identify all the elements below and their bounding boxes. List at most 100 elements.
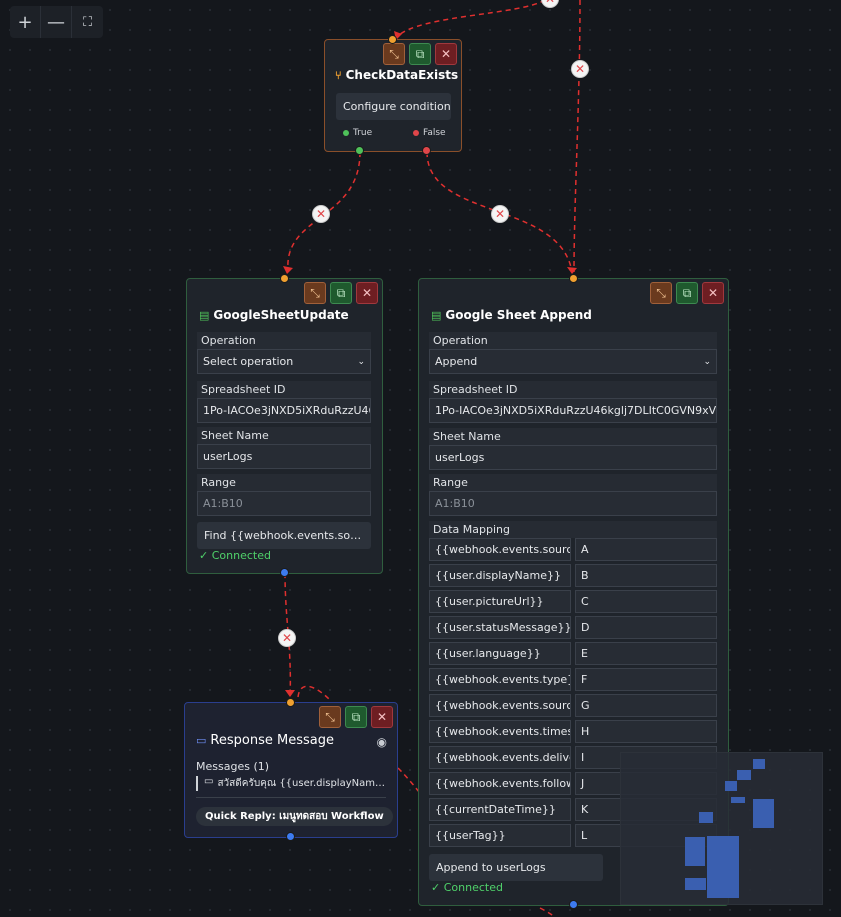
collapse-button[interactable]: ⤡: [319, 706, 341, 728]
mapping-source-input[interactable]: {{user.displayName}}: [429, 564, 571, 587]
delete-node-button[interactable]: ✕: [702, 282, 724, 304]
mapping-column-input[interactable]: A: [575, 538, 717, 561]
collapse-button[interactable]: ⤡: [304, 282, 326, 304]
fit-view-button[interactable]: ⛶: [82, 14, 93, 30]
sheet-icon: ▤: [431, 308, 442, 322]
mapping-source-input[interactable]: {{webhook.events.source.userId}}: [429, 538, 571, 561]
mapping-column-input[interactable]: B: [575, 564, 717, 587]
mapping-column-input[interactable]: C: [575, 590, 717, 613]
zoom-in-button[interactable]: +: [10, 6, 41, 38]
false-dot-icon: [413, 130, 419, 136]
spreadsheet-id-input[interactable]: 1Po-IACOe3jNXD5iXRduRzzU46kglj7DLItC0GVN…: [429, 398, 717, 423]
append-input-handle[interactable]: [569, 274, 578, 283]
sheet-name-input[interactable]: userLogs: [429, 445, 717, 470]
google-sheet-append-node[interactable]: ⤡ ⧉ ✕ ▤ Google Sheet Append Operation Ap…: [418, 278, 729, 906]
operation-label: Operation: [197, 332, 371, 349]
edge-delete-button[interactable]: ✕: [312, 205, 330, 223]
minimap-node: [731, 797, 745, 803]
mapping-source-input[interactable]: {{userTag}}: [429, 824, 571, 847]
chevron-down-icon: ⌄: [357, 356, 365, 367]
response-input-handle[interactable]: [286, 698, 295, 707]
node-title: ▤ Google Sheet Append: [431, 308, 592, 322]
mapping-source-input[interactable]: {{user.pictureUrl}}: [429, 590, 571, 613]
chat-icon: ▭: [204, 776, 214, 787]
spreadsheet-id-input[interactable]: 1Po-IACOe3jNXD5iXRduRzzU46kg: [197, 398, 371, 423]
false-output-label: False: [413, 128, 446, 138]
operation-label: Operation: [429, 332, 717, 349]
edge-delete-button[interactable]: ✕: [491, 205, 509, 223]
spreadsheet-id-label: Spreadsheet ID: [429, 381, 717, 398]
mapping-column-input[interactable]: D: [575, 616, 717, 639]
minimap-node: [737, 770, 751, 780]
false-output-handle[interactable]: [422, 146, 431, 155]
connection-status: ✓ Connected: [431, 881, 503, 894]
edge-delete-button[interactable]: ✕: [571, 60, 589, 78]
configure-condition-button[interactable]: Configure condition: [336, 93, 451, 120]
mapping-source-input[interactable]: {{webhook.events.follow.isUnblocked}}: [429, 772, 571, 795]
mapping-source-input[interactable]: {{webhook.events.deliveryContext}}: [429, 746, 571, 769]
message-preview[interactable]: ▭ สวัสดีครับคุณ {{user.displayName}}: [196, 776, 386, 791]
update-input-handle[interactable]: [280, 274, 289, 283]
mapping-source-input[interactable]: {{user.language}}: [429, 642, 571, 665]
sheet-name-input[interactable]: userLogs: [197, 444, 371, 469]
duplicate-button[interactable]: ⧉: [676, 282, 698, 304]
duplicate-button[interactable]: ⧉: [345, 706, 367, 728]
sheet-icon: ▤: [199, 308, 210, 322]
minimap-node: [725, 781, 737, 791]
append-output-handle[interactable]: [569, 900, 578, 909]
mapping-source-input[interactable]: {{user.statusMessage}}: [429, 616, 571, 639]
mapping-source-input[interactable]: {{webhook.events.source.type}}: [429, 694, 571, 717]
find-button[interactable]: Find {{webhook.events.source.userId}}: [197, 522, 371, 549]
node-title: ▭ Response Message: [196, 733, 334, 748]
mapping-source-input[interactable]: {{webhook.events.type}}: [429, 668, 571, 691]
minimap[interactable]: [620, 752, 823, 905]
minimap-node: [707, 836, 739, 898]
google-sheet-update-node[interactable]: ⤡ ⧉ ✕ ▤ GoogleSheetUpdate Operation Sele…: [186, 278, 383, 574]
condition-input-handle[interactable]: [388, 35, 397, 44]
mapping-source-input[interactable]: {{currentDateTime}}: [429, 798, 571, 821]
message-icon: ▭: [196, 734, 207, 747]
operation-select[interactable]: Select operation ⌄: [197, 349, 371, 374]
delete-node-button[interactable]: ✕: [356, 282, 378, 304]
mapping-source-input[interactable]: {{webhook.events.timestamp}}: [429, 720, 571, 743]
sheet-name-label: Sheet Name: [197, 427, 371, 444]
delete-node-button[interactable]: ✕: [435, 43, 457, 65]
true-output-handle[interactable]: [355, 146, 364, 155]
edge-true-to-update: [287, 151, 361, 271]
divider: [196, 797, 386, 798]
response-output-handle[interactable]: [286, 832, 295, 841]
minimap-node: [685, 837, 705, 866]
edge-delete-button[interactable]: ✕: [278, 629, 296, 647]
mapping-column-input[interactable]: H: [575, 720, 717, 743]
range-label: Range: [429, 474, 717, 491]
range-input[interactable]: A1:B10: [429, 491, 717, 516]
minimap-node: [753, 799, 774, 828]
node-title: ▤ GoogleSheetUpdate: [199, 308, 349, 322]
operation-select[interactable]: Append ⌄: [429, 349, 717, 374]
spreadsheet-id-label: Spreadsheet ID: [197, 381, 371, 398]
update-output-handle[interactable]: [280, 568, 289, 577]
zoom-out-button[interactable]: —: [41, 6, 72, 38]
edge-into-condition: [397, 0, 546, 37]
node-title: ⑂ CheckDataExists: [335, 68, 459, 82]
quick-reply-chip[interactable]: Quick Reply: เมนูทดสอบ Workflow: [196, 807, 393, 826]
duplicate-button[interactable]: ⧉: [330, 282, 352, 304]
true-output-label: True: [343, 128, 372, 138]
condition-node[interactable]: ⤡ ⧉ ✕ ⑂ CheckDataExists Configure condit…: [324, 39, 462, 152]
eye-icon[interactable]: ◉: [376, 735, 387, 749]
branch-icon: ⑂: [335, 68, 342, 82]
minimap-node: [685, 878, 706, 890]
edge-response-loop: [297, 685, 331, 701]
mapping-column-input[interactable]: G: [575, 694, 717, 717]
collapse-button[interactable]: ⤡: [383, 43, 405, 65]
mapping-column-input[interactable]: F: [575, 668, 717, 691]
minimap-node: [699, 812, 713, 823]
connection-status: ✓ Connected: [199, 549, 271, 562]
range-input[interactable]: A1:B10: [197, 491, 371, 516]
collapse-button[interactable]: ⤡: [650, 282, 672, 304]
duplicate-button[interactable]: ⧉: [409, 43, 431, 65]
append-to-sheet-button[interactable]: Append to userLogs: [429, 854, 603, 881]
mapping-column-input[interactable]: E: [575, 642, 717, 665]
delete-node-button[interactable]: ✕: [371, 706, 393, 728]
response-message-node[interactable]: ⤡ ⧉ ✕ ▭ Response Message ◉ Messages (1) …: [184, 702, 398, 838]
